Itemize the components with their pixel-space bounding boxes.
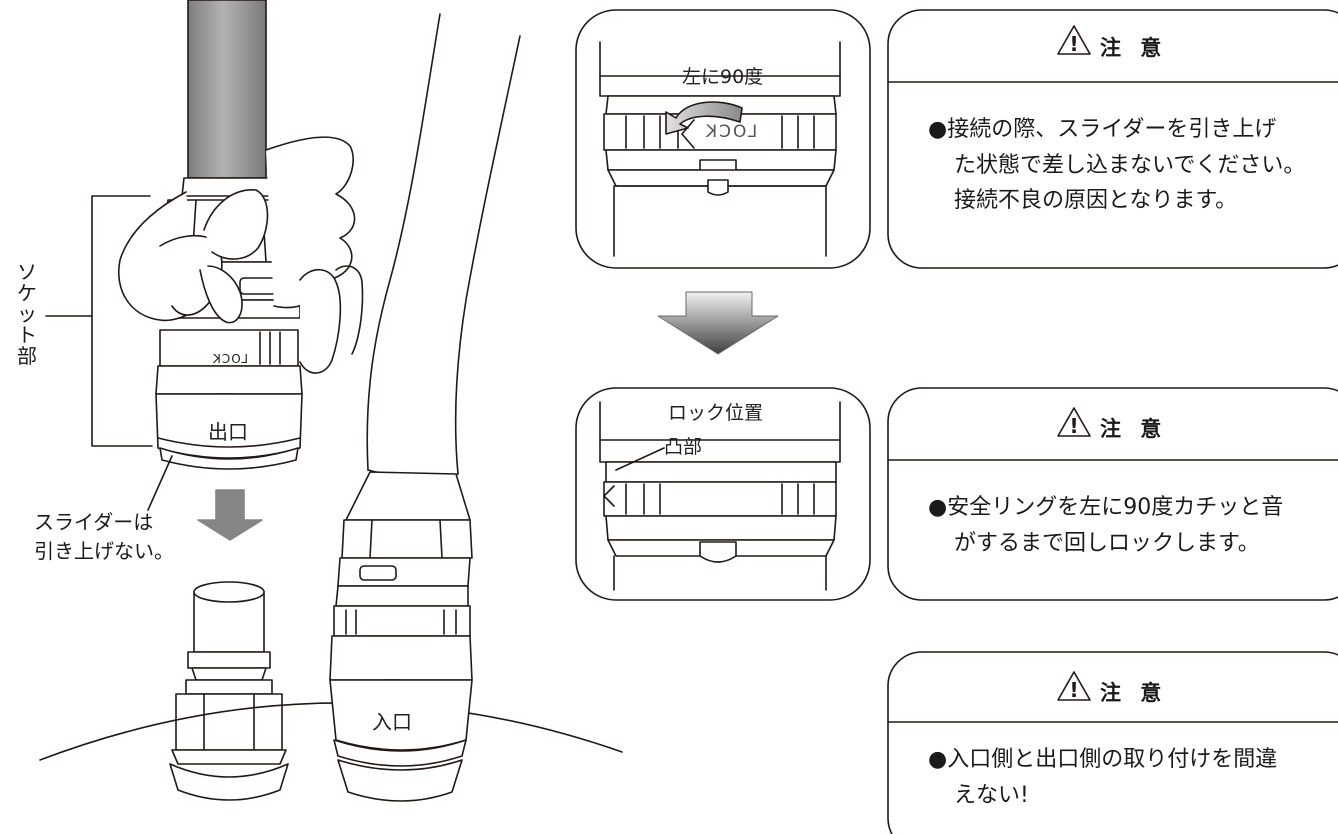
warning-icon: ! — [1069, 678, 1078, 702]
slider-note-line2: 引き上げない。 — [34, 539, 174, 563]
caution-box-1-frame — [887, 9, 1338, 269]
caution-2-line-2: がするまで回しロックします。 — [954, 530, 1260, 556]
outlet-hose — [181, 0, 273, 197]
inlet-socket — [329, 471, 473, 802]
caution-1-line-2: た状態で差し込まないでください。 — [954, 152, 1306, 178]
connect-down-arrow — [197, 489, 263, 541]
caution-title-3: 注 意 — [1100, 681, 1168, 705]
caution-box-2-frame — [887, 387, 1338, 601]
caution-3-line-2: えない! — [954, 782, 1029, 808]
socket-bracket — [91, 195, 153, 447]
lock-position-label: ロック位置 — [668, 402, 764, 424]
male-plug — [169, 581, 289, 801]
protrusion-label: 凸部 — [664, 436, 703, 458]
caution-3-line-1: ●入口側と出口側の取り付けを間違 — [928, 747, 1278, 772]
rotate-label: 左に90度 — [682, 66, 764, 88]
lock-ring-text: LOCK — [212, 352, 248, 366]
caution-1-line-3: 接続不良の原因となります。 — [954, 188, 1238, 214]
caution-box-3-frame — [887, 651, 1338, 834]
inlet-hose — [366, 13, 521, 478]
caution-body-2: ●安全リングを左に90度カチッと音 がするまで回しロックします。 — [928, 490, 1283, 561]
outlet-body — [155, 393, 303, 470]
outlet-label: 出口 — [208, 420, 248, 444]
caution-2-line-1: ●安全リングを左に90度カチッと音 — [928, 495, 1284, 520]
warning-icon: ! — [1069, 414, 1078, 438]
caution-1-line-1: ●接続の際、スライダーを引き上げ — [928, 117, 1277, 142]
caution-body-3: ●入口側と出口側の取り付けを間違 えない! — [928, 742, 1277, 813]
slider-note-line1: スライダーは — [34, 510, 154, 534]
rotate-lock-text: LOCK — [704, 122, 758, 142]
protrusion-leader — [615, 447, 665, 471]
inlet-label: 入口 — [372, 710, 412, 734]
warning-icon: ! — [1069, 32, 1078, 56]
step-down-arrow — [657, 291, 779, 355]
lock-panel-coupling — [599, 401, 841, 591]
caution-title-2: 注 意 — [1100, 417, 1168, 441]
caution-title-1: 注 意 — [1100, 36, 1168, 60]
socket-part-label: ソケット部 — [17, 260, 37, 368]
ground-arc — [39, 702, 623, 761]
caution-body-1: ●接続の際、スライダーを引き上げ た状態で差し込まないでください。 接続不良の原… — [928, 112, 1305, 219]
rotate-panel-coupling — [599, 41, 841, 257]
slider-note-leader — [147, 455, 173, 511]
hand-illustration — [118, 136, 364, 374]
